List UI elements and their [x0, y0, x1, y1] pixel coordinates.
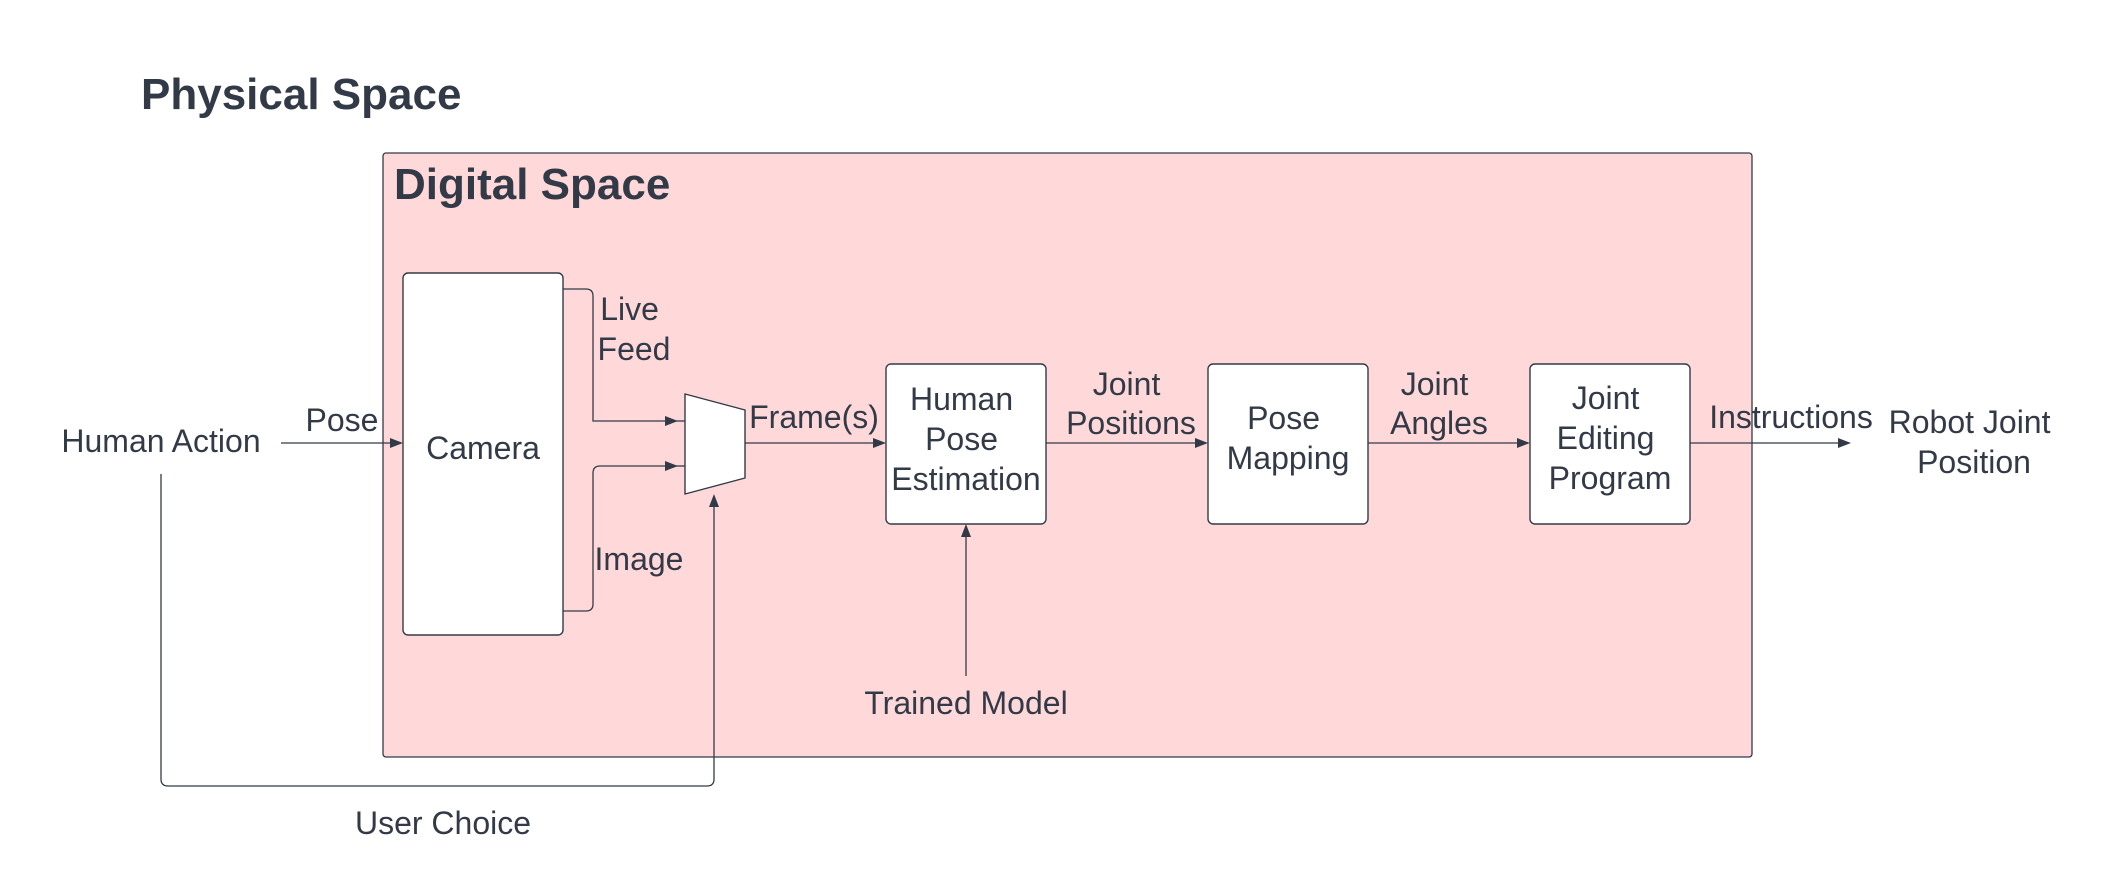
- image-edge-arrowhead: [665, 461, 678, 471]
- human-pose-estimation-line-2: Pose: [925, 421, 998, 457]
- joint-angles-edge-label: Joint Angles: [1390, 366, 1488, 441]
- image-edge: [563, 465, 672, 612]
- live-feed-edge-arrowhead: [665, 416, 678, 426]
- joint-editing-program-line-1: Joint: [1572, 380, 1640, 416]
- joint-positions-edge-arrowhead: [1195, 438, 1208, 448]
- joint-positions-line-1: Joint: [1093, 366, 1161, 402]
- pose-edge-arrowhead: [390, 438, 403, 448]
- pose-mapping-line-2: Mapping: [1227, 440, 1350, 476]
- physical-space-title: Physical Space: [141, 70, 461, 119]
- joint-editing-program-label: Joint Editing Program: [1549, 380, 1672, 496]
- trained-model-edge-arrowhead: [961, 524, 971, 537]
- robot-joint-position-label: Robot Joint Position: [1889, 404, 2060, 480]
- camera-label: Camera: [426, 430, 540, 466]
- user-choice-edge: [160, 474, 715, 787]
- live-feed-line-2: Feed: [598, 331, 671, 367]
- frames-edge-arrowhead: [873, 438, 886, 448]
- human-pose-estimation-label: Human Pose Estimation: [891, 381, 1040, 497]
- human-pose-estimation-line-1: Human: [910, 381, 1013, 417]
- user-choice-edge-arrowhead: [709, 494, 719, 507]
- robot-joint-position-line-1: Robot Joint: [1889, 404, 2051, 440]
- pose-mapping-line-1: Pose: [1247, 400, 1320, 436]
- joint-editing-program-line-3: Program: [1549, 460, 1672, 496]
- instructions-edge-arrowhead: [1838, 438, 1851, 448]
- joint-angles-edge-arrowhead: [1517, 438, 1530, 448]
- joint-angles-line-2: Angles: [1390, 405, 1488, 441]
- joint-editing-program-line-2: Editing: [1557, 420, 1655, 456]
- live-feed-edge: [563, 288, 672, 422]
- digital-space-title: Digital Space: [394, 160, 670, 209]
- trained-model-label: Trained Model: [864, 685, 1067, 721]
- camera-node: [402, 272, 564, 636]
- pose-mapping-node: [1207, 363, 1369, 525]
- image-edge-label: Image: [595, 541, 684, 577]
- frames-edge-label: Frame(s): [749, 399, 879, 435]
- live-feed-line-1: Live: [600, 291, 659, 327]
- joint-editing-program-node: [1529, 363, 1691, 525]
- robot-joint-position-line-2: Position: [1917, 444, 2031, 480]
- joint-angles-line-1: Joint: [1401, 366, 1469, 402]
- digital-space-container: [382, 152, 1753, 758]
- pose-mapping-label: Pose Mapping: [1227, 400, 1350, 476]
- joint-positions-edge-label: Joint Positions: [1066, 366, 1196, 441]
- user-choice-edge-label: User Choice: [355, 805, 531, 841]
- joint-positions-line-2: Positions: [1066, 405, 1196, 441]
- pose-edge-label: Pose: [306, 402, 379, 438]
- human-pose-estimation-line-3: Estimation: [891, 461, 1040, 497]
- human-action-label: Human Action: [61, 423, 260, 459]
- instructions-edge-label: Instructions: [1709, 399, 1873, 435]
- live-feed-edge-label: Live Feed: [598, 291, 671, 367]
- frame-selector-mux: [684, 393, 746, 495]
